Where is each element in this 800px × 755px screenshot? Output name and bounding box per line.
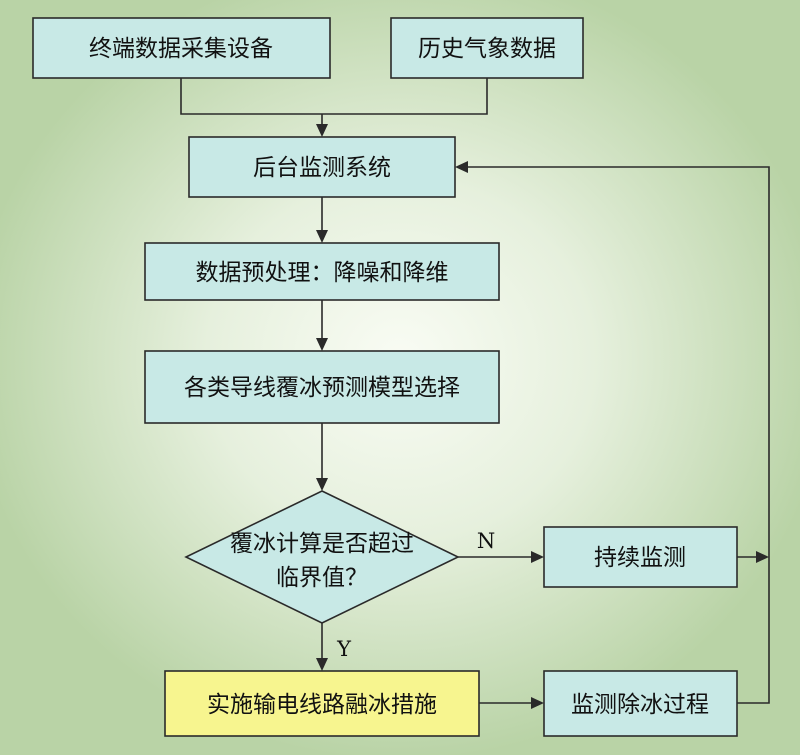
decision-label-line2: 临界值？ [276,565,368,591]
arrow-to-deicing [316,658,328,671]
model-select-label: 各类导线覆冰预测模型选择 [184,375,460,401]
arrow-to-backend [316,124,328,137]
decision-label-line1: 覆冰计算是否超过 [230,531,414,557]
deicing-measure-box [164,670,480,737]
weather-data-label: 历史气象数据 [418,36,556,62]
no-flag: N [477,529,495,553]
monitor-deicing-label: 监测除冰过程 [571,692,709,718]
deicing-measure-label: 实施输电线路融冰措施 [207,692,437,718]
arrow-to-preprocess [316,230,328,243]
arrow-to-backend-feedback [455,161,468,173]
preprocess-box [144,242,500,301]
terminal-data-box [32,17,331,79]
yes-flag: Y [336,637,352,661]
arrow-to-continue [531,551,544,563]
arrow-to-loop [756,551,769,563]
merge-connector [180,78,488,115]
arrow-to-model [316,338,328,351]
model-select-box [144,350,500,424]
arrow-to-decision [316,478,328,491]
continue-monitor-label: 持续监测 [594,545,686,571]
preprocess-label: 数据预处理：降噪和降维 [196,260,449,286]
weather-data-box [390,17,584,79]
terminal-data-label: 终端数据采集设备 [89,36,273,62]
decision-diamond [184,490,460,624]
arrow-to-monitor-deicing [531,697,544,709]
feedback-loop-line [468,166,770,704]
monitor-deicing-box [543,670,738,737]
backend-monitor-label: 后台监测系统 [253,155,391,181]
